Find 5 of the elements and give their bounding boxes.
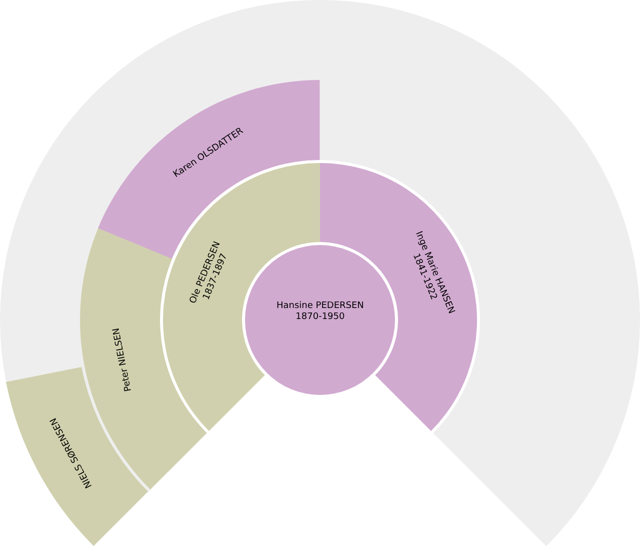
life-dates: 1870-1950	[294, 312, 346, 323]
person-name: Hansine PEDERSEN	[276, 301, 364, 312]
person-name: Peter NIELSEN	[112, 326, 136, 392]
ancestor-segment	[6, 367, 148, 546]
ancestor-segment	[245, 245, 395, 395]
